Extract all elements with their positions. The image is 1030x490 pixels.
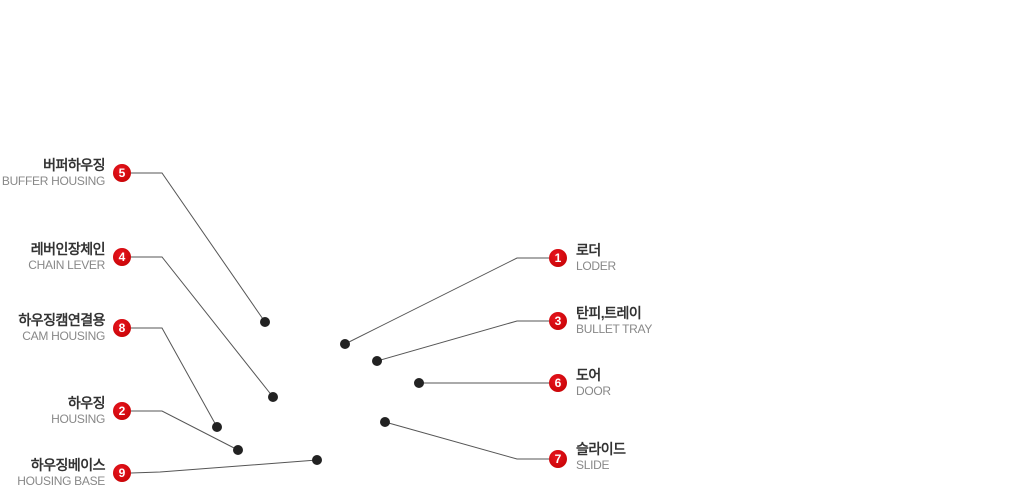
label-korean: 하우징캠연결용 <box>18 312 105 328</box>
callout-badge-9: 9 <box>113 464 131 482</box>
label-english: CAM HOUSING <box>22 329 105 343</box>
callout-badge-3: 3 <box>549 312 567 330</box>
label-english: CHAIN LEVER <box>28 258 105 272</box>
label-english: BULLET TRAY <box>576 322 653 336</box>
label-korean: 슬라이드 <box>576 441 626 457</box>
part-dot-2 <box>233 445 243 455</box>
label-english: HOUSING BASE <box>17 474 105 488</box>
callout-label-4: 레버인장체인 CHAIN LEVER <box>28 241 105 273</box>
callout-label-3: 탄피,트레이 BULLET TRAY <box>576 305 652 337</box>
part-dot-6 <box>414 378 424 388</box>
part-dot-5 <box>260 317 270 327</box>
leader-line-2 <box>131 410 239 451</box>
leader-line-9 <box>130 459 318 474</box>
callout-badge-4: 4 <box>113 248 131 266</box>
label-korean: 하우징 <box>67 395 106 411</box>
label-english: BUFFER HOUSING <box>1 174 105 188</box>
callout-badge-5: 5 <box>113 164 131 182</box>
leader-line-8 <box>131 327 218 428</box>
label-english: DOOR <box>576 384 611 398</box>
label-korean: 탄피,트레이 <box>576 305 642 321</box>
callout-label-2: 하우징 HOUSING <box>51 395 105 427</box>
label-korean: 로더 <box>576 242 601 258</box>
callout-label-5: 버퍼하우징 BUFFER HOUSING <box>1 157 106 189</box>
callout-label-7: 슬라이드 SLIDE <box>576 441 626 473</box>
callout-badge-7: 7 <box>549 450 567 468</box>
label-korean: 레버인장체인 <box>30 241 106 257</box>
callout-label-9: 하우징베이스 HOUSING BASE <box>17 457 105 489</box>
label-korean: 버퍼하우징 <box>43 157 105 173</box>
callout-label-6: 도어 DOOR <box>576 367 611 399</box>
part-dot-9 <box>312 455 322 465</box>
part-dot-7 <box>380 417 390 427</box>
callout-label-1: 로더 LODER <box>576 242 616 274</box>
part-dot-1 <box>340 339 350 349</box>
label-english: HOUSING <box>51 412 105 426</box>
part-dot-8 <box>212 422 222 432</box>
callout-label-8: 하우징캠연결용 CAM HOUSING <box>18 312 105 344</box>
leader-line-5 <box>131 172 266 323</box>
callout-badge-8: 8 <box>113 319 131 337</box>
part-dot-3 <box>372 356 382 366</box>
callout-badge-6: 6 <box>549 374 567 392</box>
leader-line-1 <box>344 257 549 345</box>
callout-badge-1: 1 <box>549 249 567 267</box>
leader-line-3 <box>376 320 549 362</box>
label-english: SLIDE <box>576 458 610 472</box>
label-korean: 하우징베이스 <box>30 457 106 473</box>
part-dot-4 <box>268 392 278 402</box>
label-english: LODER <box>576 259 616 273</box>
leader-line-4 <box>131 256 274 398</box>
label-korean: 도어 <box>576 367 601 383</box>
callout-badge-2: 2 <box>113 402 131 420</box>
leader-line-7 <box>384 421 549 460</box>
